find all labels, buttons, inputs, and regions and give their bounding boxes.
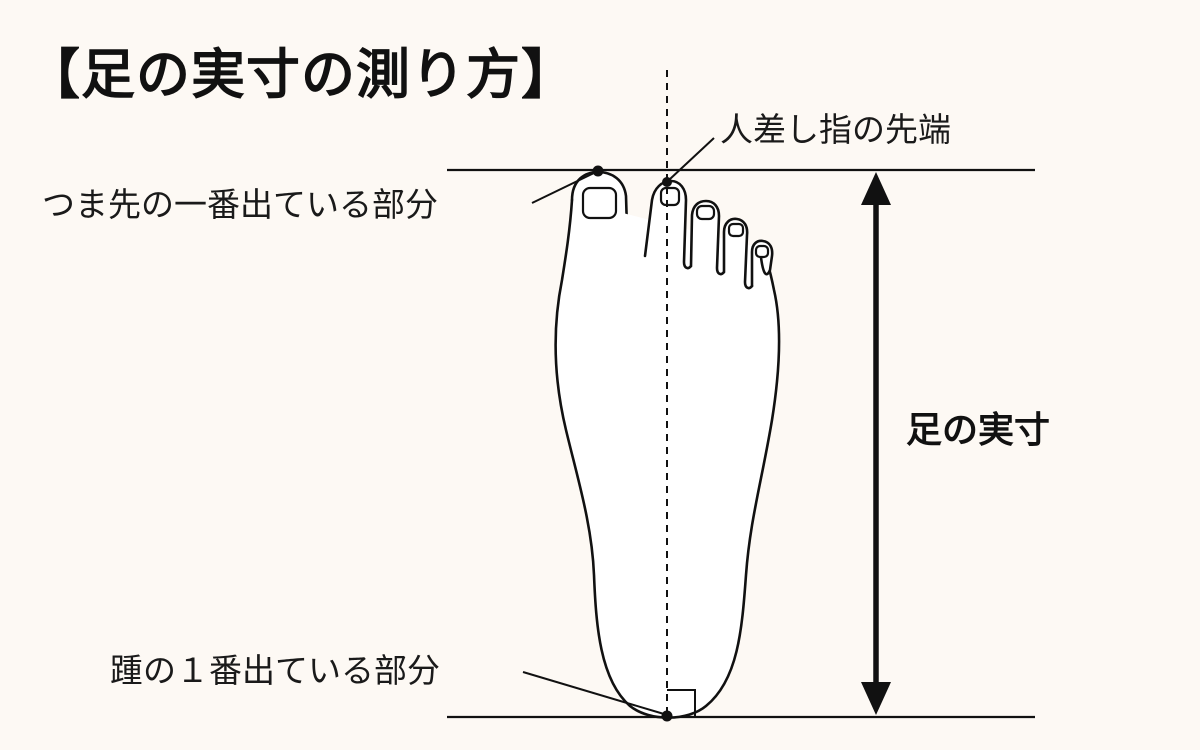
third-toenail (695, 204, 716, 221)
index-toe-tip-point (662, 177, 672, 187)
heel-label: 踵の１番出ている部分 (110, 651, 440, 690)
foot-sole (554, 198, 781, 719)
toe-tip-point (592, 165, 604, 177)
foot-length-label: 足の実寸 (906, 410, 1051, 451)
index-toe-tip-label: 人差し指の先端 (720, 110, 951, 149)
measurement-arrow-icon (861, 172, 891, 715)
heel-point (661, 710, 673, 722)
little-toenail (754, 244, 770, 259)
foot-outline (554, 170, 781, 719)
big-toenail (581, 186, 618, 220)
toe-tip-label: つま先の一番出ている部分 (42, 185, 438, 224)
toenails (581, 186, 770, 259)
right-angle-marker (667, 689, 696, 717)
index-toe-leader-line (669, 137, 715, 180)
second-toenail (659, 186, 681, 207)
second-toe (643, 179, 693, 270)
heel-leader-line (522, 671, 665, 715)
page-title: 【足の実寸の測り方】 (26, 43, 576, 106)
toe-tip-leader-line (531, 172, 595, 204)
fourth-toenail (727, 222, 745, 238)
